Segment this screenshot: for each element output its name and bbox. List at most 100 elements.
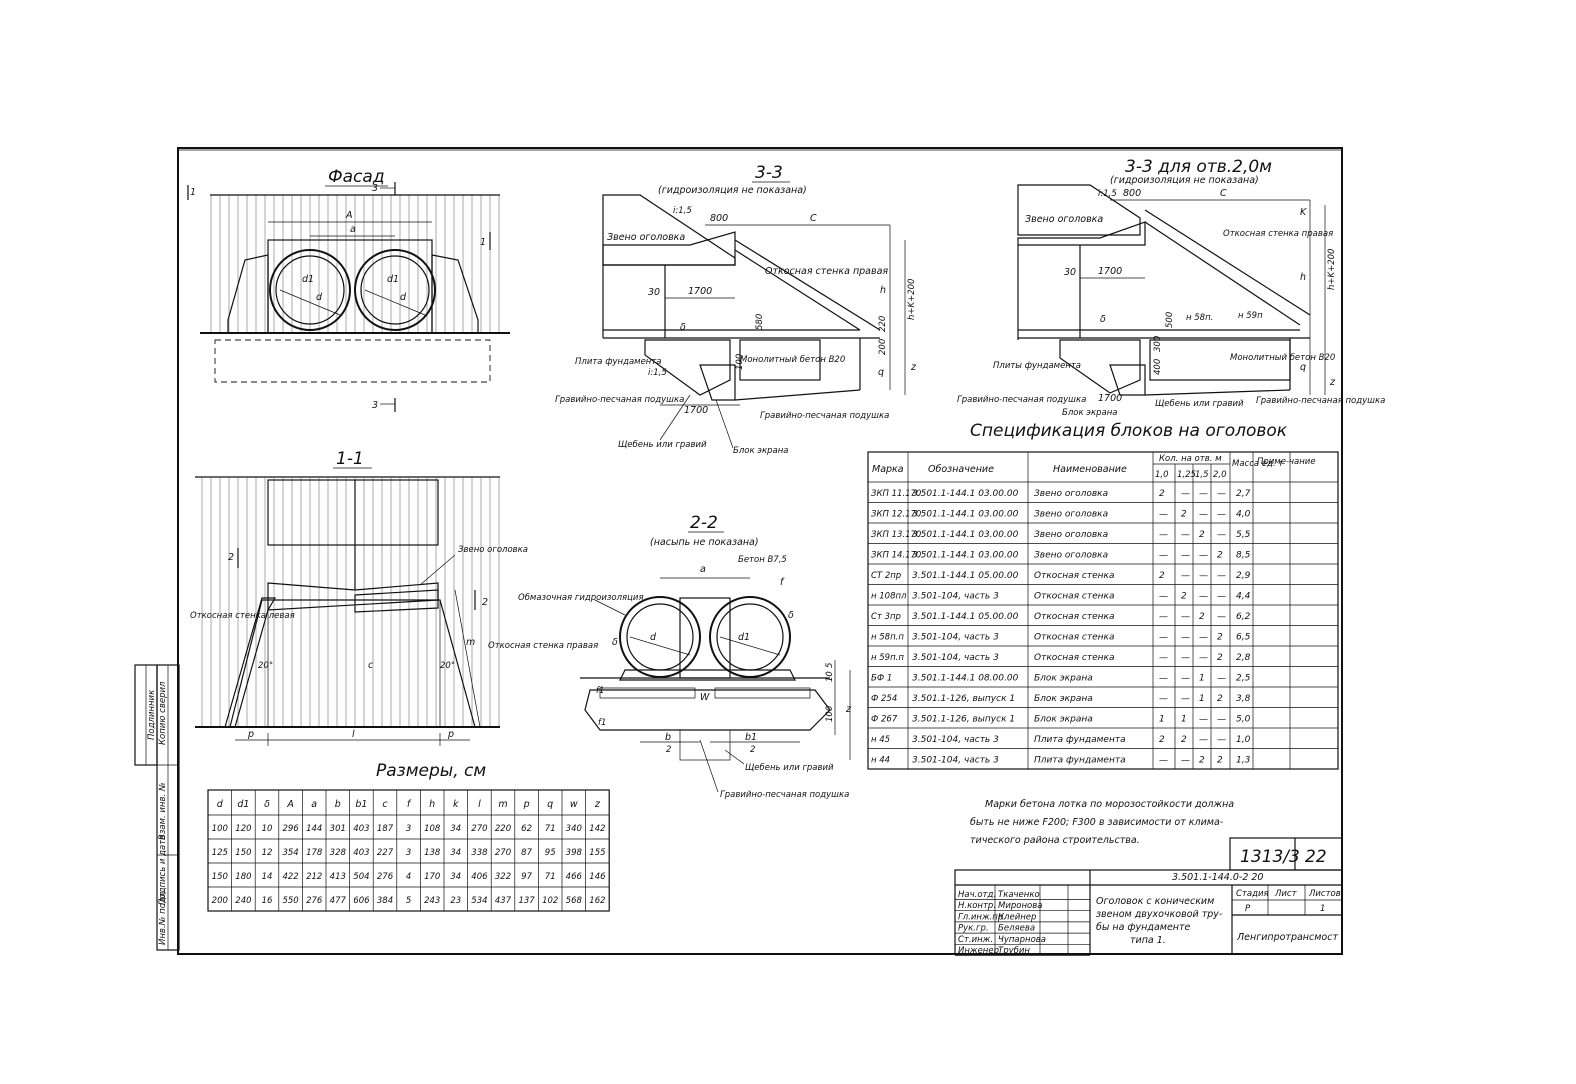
spec-cell-name: Блок экрана [1034, 715, 1093, 725]
s11-otk-p: Откосная стенка правая [488, 641, 598, 651]
s11-m: m [466, 637, 475, 648]
note-line-2: быть не ниже F200; F300 в зависимости от… [970, 817, 1224, 828]
s33-C: C [810, 213, 817, 224]
dims-hdr: h [429, 799, 435, 810]
dims-cell: 338 [471, 848, 488, 858]
s22-w: W [700, 692, 710, 703]
s33-zveno: Звено оголовка [607, 232, 685, 243]
facade-db: d [400, 292, 407, 303]
dims-hdr: δ [264, 799, 270, 810]
s11-cut-2b: 2 [482, 597, 488, 608]
spec-hdr-note: Приме-чание [1257, 457, 1316, 467]
s33-delta: δ [680, 322, 686, 333]
spec-subhdr: 1,0 [1155, 470, 1169, 480]
s33b-z: z [1329, 377, 1336, 388]
spec-cell-name: Откосная стенка [1034, 653, 1114, 663]
s33b-otk: Откосная стенка правая [1223, 229, 1333, 239]
dims-cell: 422 [282, 872, 298, 882]
s33b-C: C [1220, 188, 1227, 199]
spec-cell-mass: 4,0 [1236, 510, 1251, 520]
dims-hdr: l [478, 799, 481, 810]
s33-i1: i:1,5 [648, 368, 667, 378]
spec-cell-mass: 2,9 [1236, 571, 1251, 581]
s33b-blok: Блок экрана [1062, 408, 1117, 418]
dims-cell: 240 [235, 896, 251, 906]
s33-z: z [910, 362, 917, 373]
spec-cell-qty: — [1181, 653, 1190, 663]
spec-cell-mass: 5,5 [1236, 530, 1251, 540]
dims-cell: 180 [235, 872, 251, 882]
spec-cell-qty: — [1159, 551, 1168, 561]
spec-cell-mass: 4,4 [1236, 592, 1251, 602]
s22-delta1: δ [612, 637, 618, 648]
spec-cell-qty: 2 [1217, 633, 1223, 643]
spec-hdr-mass: Масса ед. т [1232, 459, 1284, 469]
spec-subhdr: 1,25 [1177, 470, 1196, 480]
dims-cell: 125 [212, 848, 228, 858]
note-line-1: Марки бетона лотка по морозостойкости до… [985, 799, 1234, 810]
dims-cell: 102 [542, 896, 558, 906]
spec-cell-qty: 2 [1199, 612, 1205, 622]
s22-d1: d1 [738, 632, 750, 643]
spec-cell-qty: — [1217, 510, 1226, 520]
section-2-2: 2-2 (насыпь не показана) Бетон В7,5 Обма… [518, 513, 852, 800]
dims-cell: 187 [377, 824, 394, 834]
tb-org: Ленгипротрансмост [1236, 932, 1338, 943]
spec-cell-code: 3.501.1-144.1 03.00.00 [912, 510, 1019, 520]
s22-obm: Обмазочная гидроизоляция [518, 593, 644, 603]
spec-cell-mass: 2,7 [1236, 489, 1251, 499]
sheet-mark: 1313/3 22 [1229, 837, 1343, 871]
s33b-q: q [1300, 362, 1306, 373]
dims-hdr: k [453, 799, 459, 810]
s33-q: q [878, 367, 884, 378]
tb-stage: Р [1245, 904, 1251, 914]
title-block: 3.501.1-144.0-2 20 Оголовок с коническим… [954, 869, 1343, 956]
s22-a: a [700, 564, 706, 575]
album-number: 1313/3 [1240, 847, 1300, 867]
s11-c: c [368, 660, 374, 671]
spec-cell-qty: — [1217, 592, 1226, 602]
stamp-line-2: Подпись и дата [158, 835, 168, 905]
facade-d1a: d1 [302, 274, 314, 285]
tb-code: 3.501.1-144.0-2 20 [1172, 872, 1263, 883]
tb-title-3: бы на фундаменте [1096, 922, 1191, 933]
s33b-30: 30 [1064, 267, 1076, 278]
side-stamp: Подлинник Копию сверил Инв.№ подл. Подпи… [134, 664, 180, 951]
s33-note: (гидроизоляция не показана) [658, 185, 807, 196]
spec-cell-qty: — [1199, 510, 1208, 520]
dims-cell: 95 [545, 848, 556, 858]
dims-title: Размеры, см [376, 761, 486, 781]
tb-person-role: Гл.инж.пр. [958, 912, 1006, 922]
spec-cell-qty: — [1159, 653, 1168, 663]
dims-cell: 178 [306, 848, 323, 858]
dims-cell: 220 [495, 824, 511, 834]
spec-cell-mark: н 58п.п [871, 633, 904, 643]
spec-cell-mark: Ф 267 [871, 715, 898, 725]
s33-pod2: Гравийно-песчаная подушка [760, 411, 889, 421]
spec-cell-mass: 2,5 [1236, 674, 1251, 684]
dims-cell: 34 [450, 824, 461, 834]
s11-20a: 20° [258, 661, 273, 671]
s22-z: z [845, 704, 852, 715]
dims-cell: 413 [330, 872, 346, 882]
dims-cell: 550 [282, 896, 298, 906]
dims-cell: 534 [471, 896, 487, 906]
s11-title: 1-1 [336, 449, 364, 469]
s22-10: 10 [825, 671, 835, 682]
spec-cell-mass: 1,3 [1236, 756, 1251, 766]
spec-cell-qty: 2 [1217, 551, 1223, 561]
spec-cell-qty: — [1217, 530, 1226, 540]
s33-blok: Блок экрана [733, 446, 788, 456]
s22-delta2: δ [788, 610, 794, 621]
dims-hdr: b [335, 799, 341, 810]
spec-cell-qty: — [1159, 633, 1168, 643]
s33-slope: i:1,5 [673, 206, 692, 216]
s33-1700b: 1700 [684, 405, 708, 416]
spec-hdr-mark: Марка [872, 464, 904, 475]
spec-cell-name: Звено оголовка [1034, 530, 1108, 540]
spec-cell-qty: — [1181, 633, 1190, 643]
stamp-line-1: Инв.№ подл. [158, 889, 168, 945]
s33b-slope: i:1,5 [1098, 189, 1117, 199]
spec-cell-qty: — [1181, 674, 1190, 684]
